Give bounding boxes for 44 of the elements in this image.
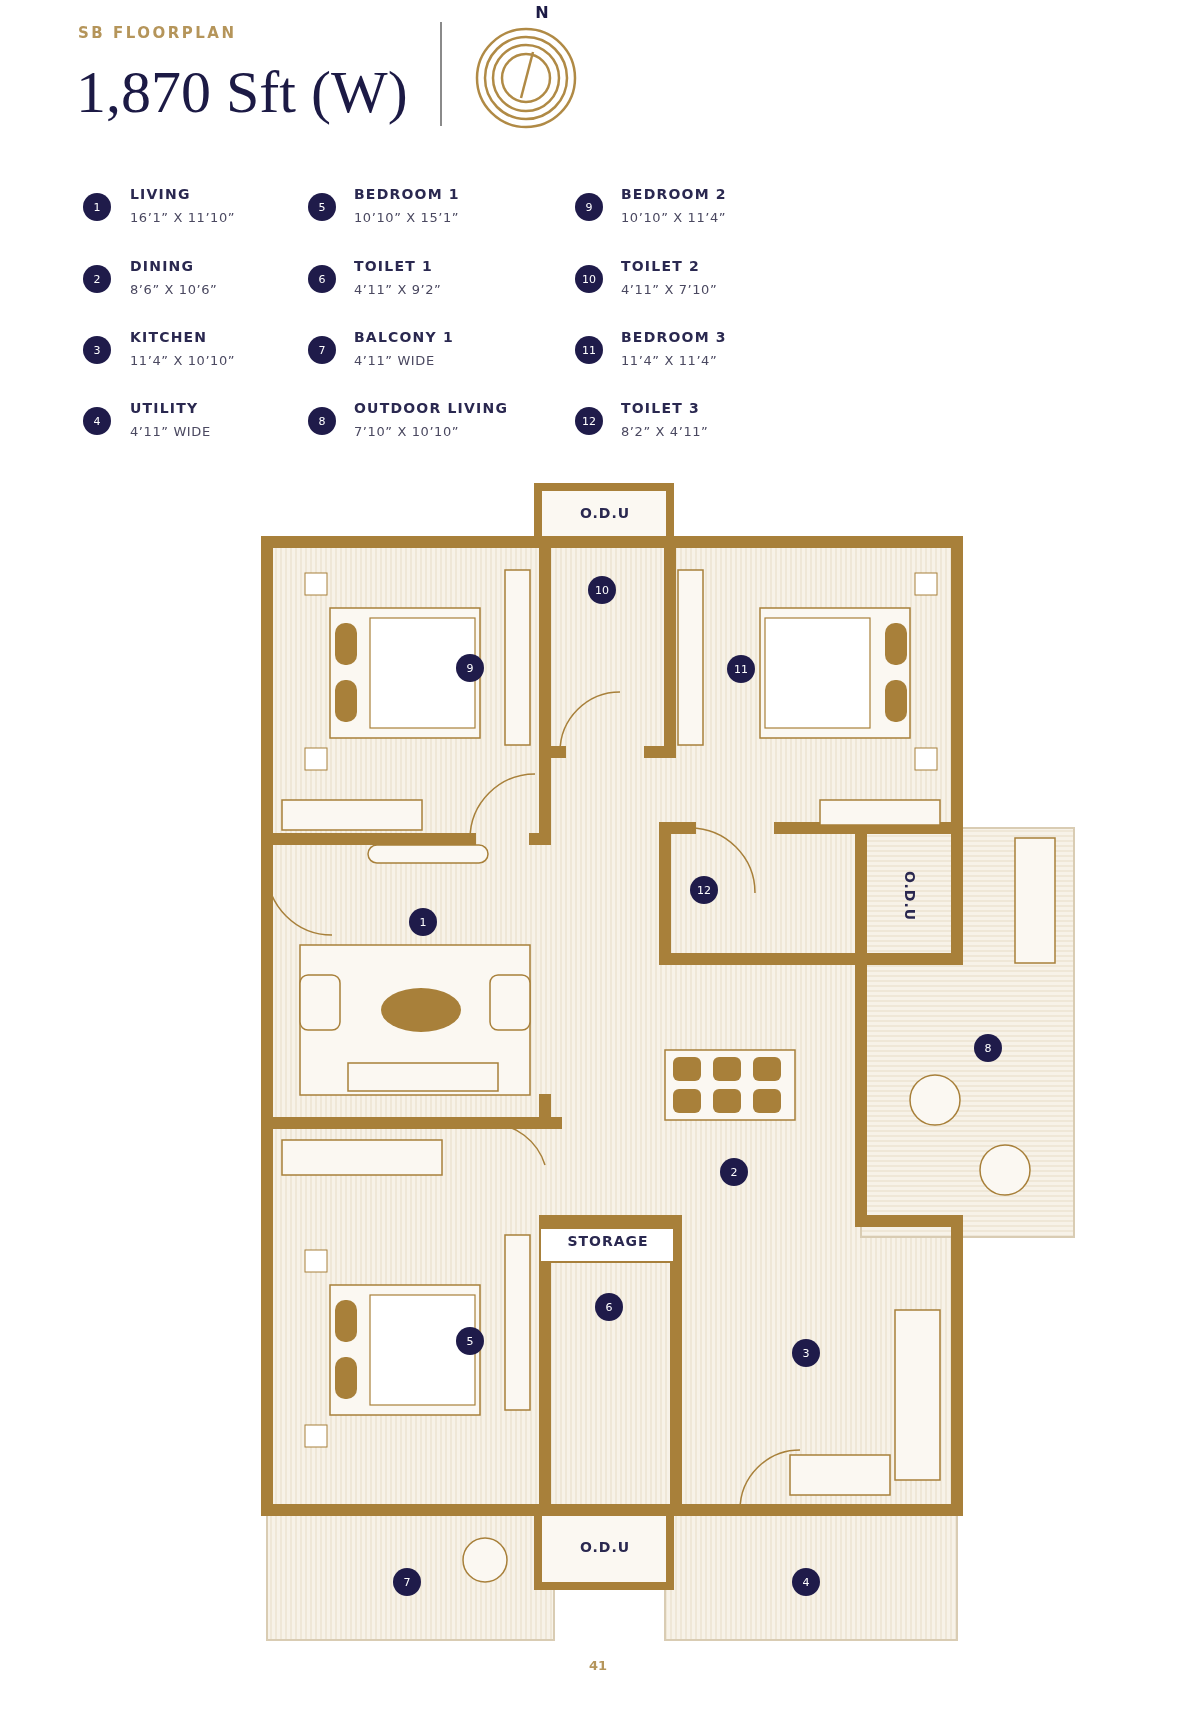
callout-number: 5	[308, 193, 336, 221]
room-label: O.D.U	[579, 1539, 631, 1555]
callout-number: 2	[83, 265, 111, 293]
page-number: 41	[588, 1657, 608, 1673]
room-name: TOILET 1	[354, 258, 433, 274]
room-name: KITCHEN	[130, 329, 208, 345]
callout-number: 1	[83, 193, 111, 221]
callout-number: 8	[308, 407, 336, 435]
callout-number: 11	[575, 336, 603, 364]
plan-subtitle: SB FLOORPLAN	[78, 24, 237, 42]
room-dimensions: 11’4” X 11’4”	[621, 353, 718, 368]
room-dimensions: 11’4” X 10’10”	[130, 353, 236, 368]
callout-number: 3	[83, 336, 111, 364]
room-name: BEDROOM 2	[621, 186, 727, 202]
room-dimensions: 4’11” X 9’2”	[354, 282, 442, 297]
room-name: OUTDOOR LIVING	[354, 400, 509, 416]
room-dimensions: 8’6” X 10’6”	[130, 282, 218, 297]
room-label: O.D.U	[902, 870, 918, 922]
room-dimensions: 4’11” X 7’10”	[621, 282, 718, 297]
room-name: DINING	[130, 258, 195, 274]
room-dimensions: 16’1” X 11’10”	[130, 210, 236, 225]
room-label: O.D.U	[579, 505, 631, 521]
room-dimensions: 10’10” X 11’4”	[621, 210, 727, 225]
room-dimensions: 7’10” X 10’10”	[354, 424, 460, 439]
room-name: LIVING	[130, 186, 191, 202]
room-dimensions: 10’10” X 15’1”	[354, 210, 460, 225]
room-name: UTILITY	[130, 400, 199, 416]
callout-number: 6	[308, 265, 336, 293]
room-name: BEDROOM 1	[354, 186, 460, 202]
north-label: N	[535, 2, 549, 22]
room-name: BALCONY 1	[354, 329, 454, 345]
room-dimensions: 8’2” X 4’11”	[621, 424, 709, 439]
room-dimensions: 4’11” WIDE	[354, 353, 435, 368]
room-name: BEDROOM 3	[621, 329, 727, 345]
room-label: STORAGE	[567, 1233, 649, 1249]
callout-number: 4	[83, 407, 111, 435]
room-name: TOILET 2	[621, 258, 700, 274]
callout-number: 7	[308, 336, 336, 364]
callout-number: 10	[575, 265, 603, 293]
room-name: TOILET 3	[621, 400, 700, 416]
callout-number: 9	[575, 193, 603, 221]
room-dimensions: 4’11” WIDE	[130, 424, 211, 439]
plan-title: 1,870 Sft (W)	[76, 58, 408, 127]
callout-number: 12	[575, 407, 603, 435]
